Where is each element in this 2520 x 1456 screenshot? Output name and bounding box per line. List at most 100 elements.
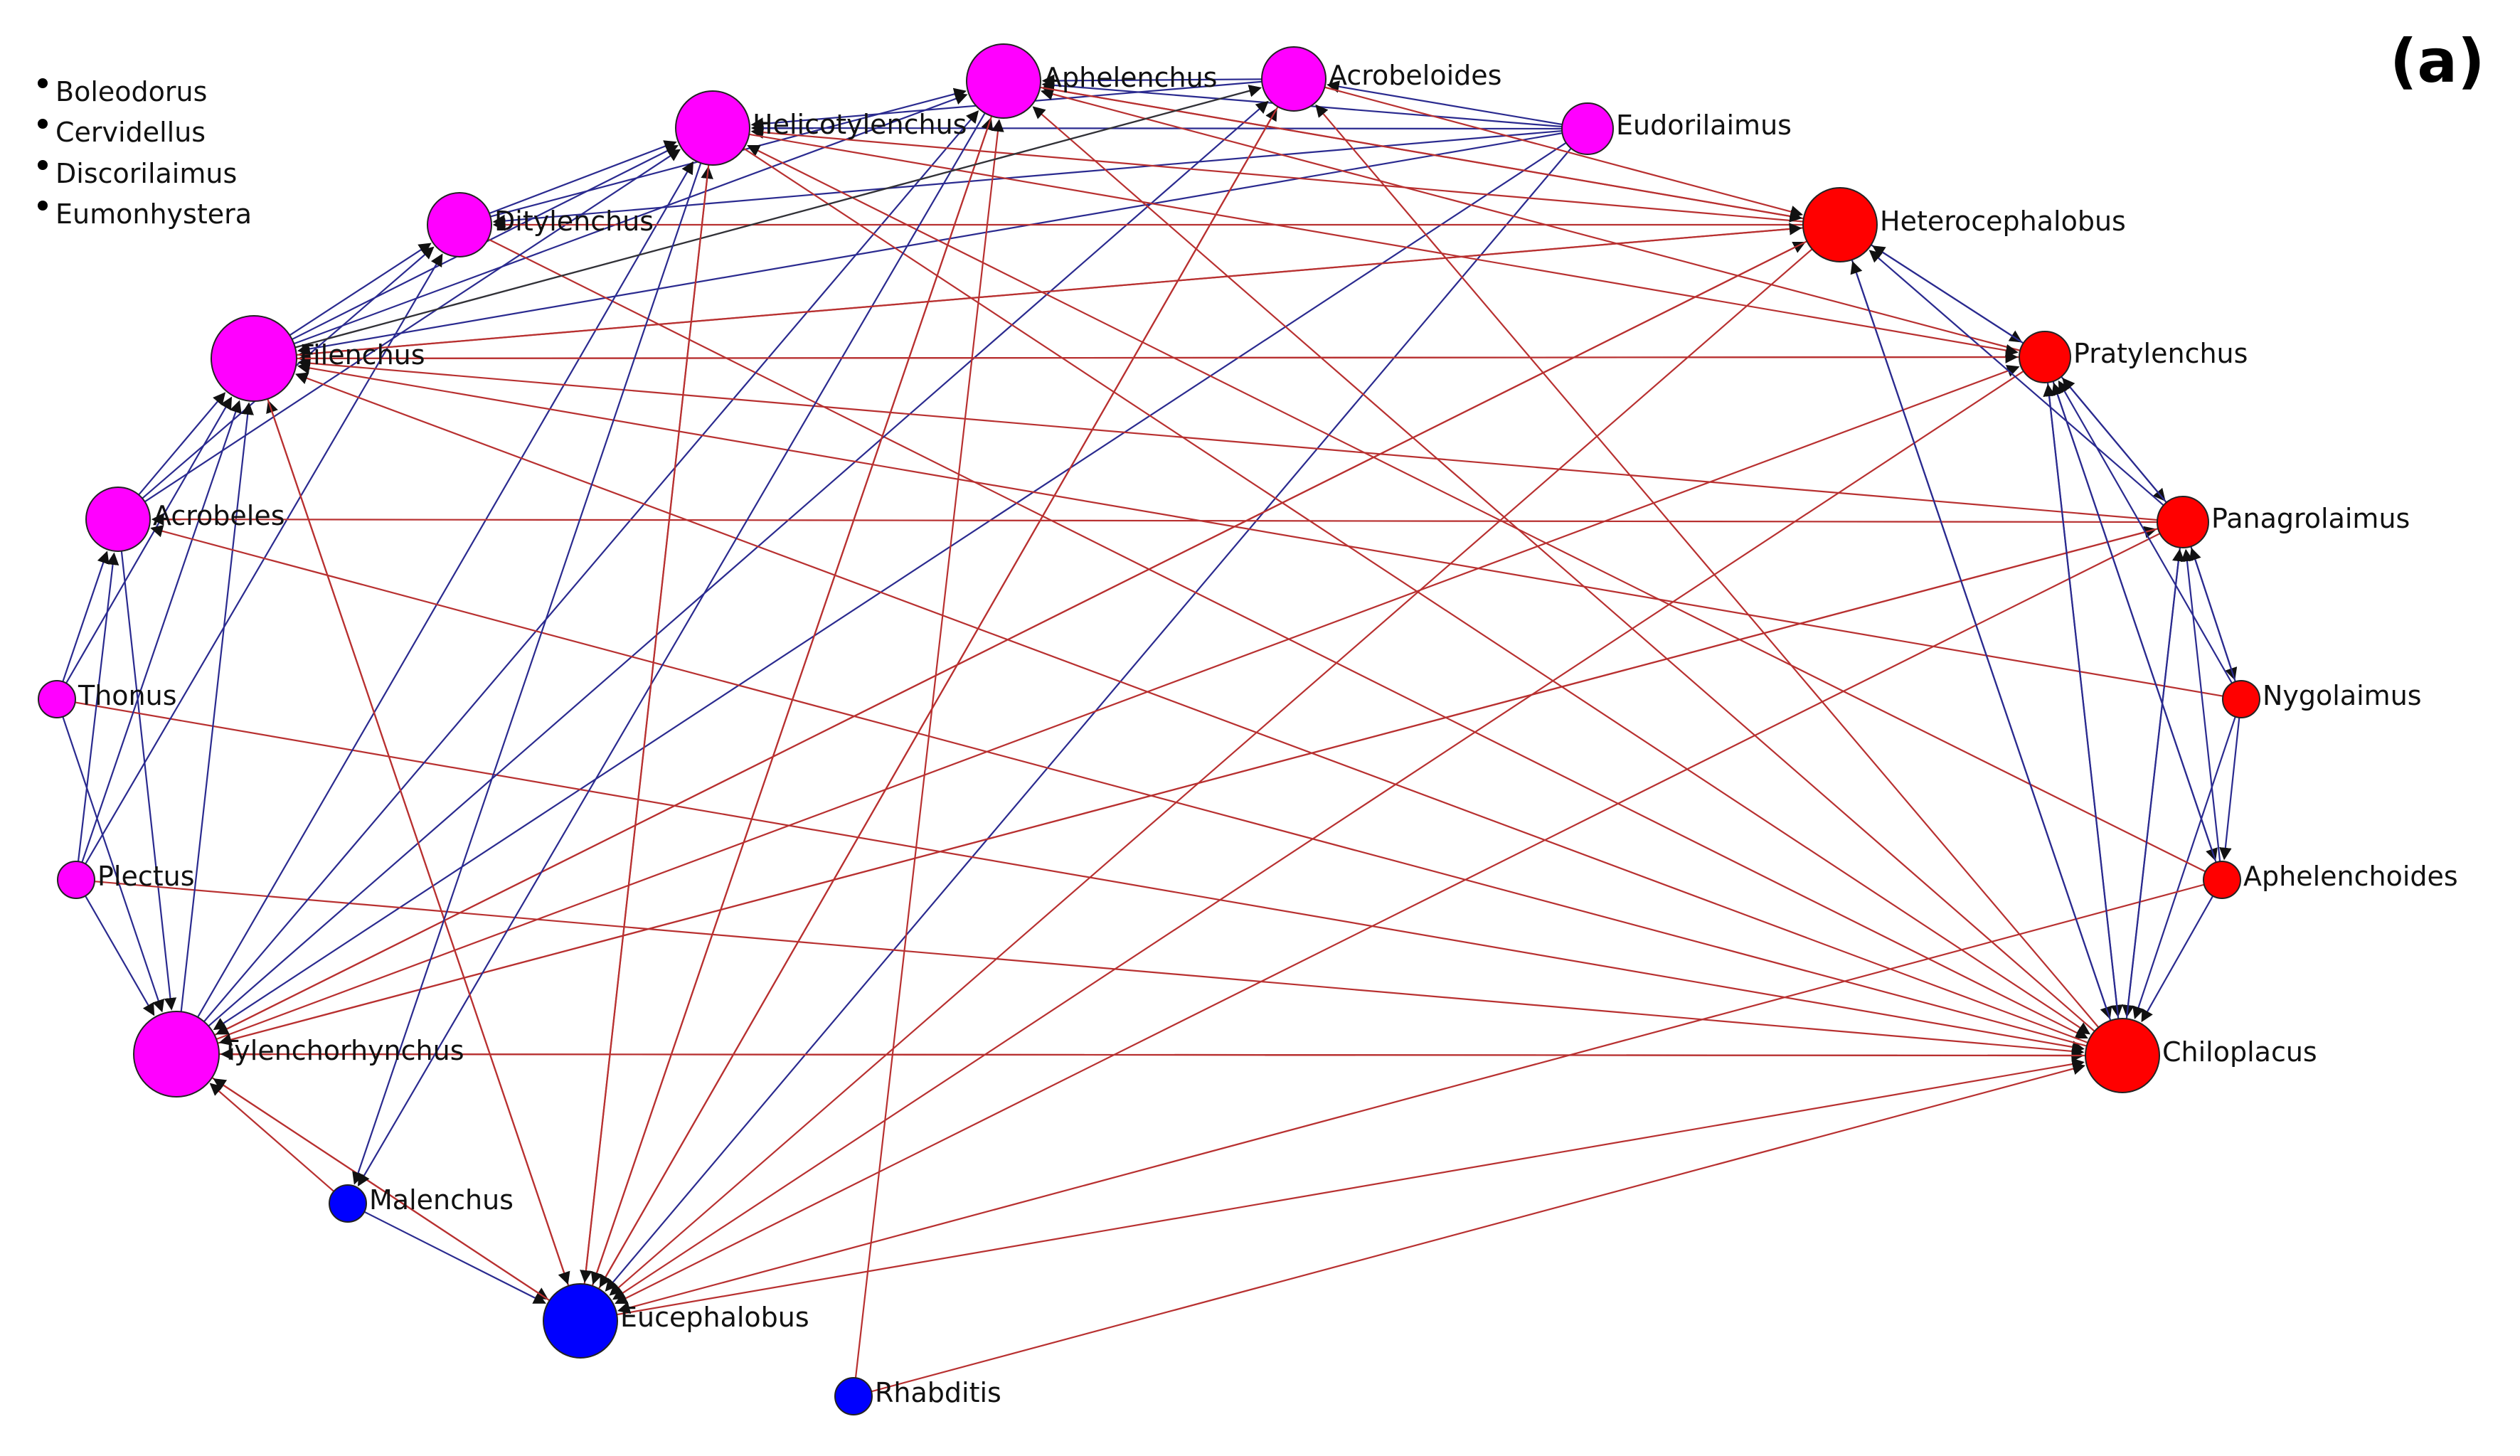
edge-ditylenchus-to-helicotylenchus bbox=[477, 140, 677, 219]
edge-acrobeloides-to-aphelenchus bbox=[1041, 74, 1275, 87]
edge-aphelenchoides-to-eucephalobus bbox=[617, 881, 2212, 1314]
node-heterocephalobus[interactable]: Heterocephalobus bbox=[1802, 187, 2126, 262]
edge-acrobeloides-to-heterocephalobus bbox=[1312, 83, 1804, 218]
node-label: Acrobeloides bbox=[1329, 60, 1501, 91]
isolated-node-discorilaimus[interactable]: Discorilaimus bbox=[38, 158, 237, 189]
node-panagrolaimus[interactable]: Panagrolaimus bbox=[2157, 496, 2410, 548]
node-aphelenchoides[interactable]: Aphelenchoides bbox=[2203, 861, 2458, 899]
isolated-node-dot bbox=[38, 201, 48, 211]
node-label: Ditylenchus bbox=[494, 206, 654, 237]
node-circle bbox=[2222, 680, 2260, 718]
isolated-nodes-legend: Boleodorus Cervidellus Discorilaimus Eum… bbox=[38, 76, 252, 230]
edge-thonus-to-chiloplacus bbox=[68, 700, 2085, 1053]
edge-filenchus-to-pratylenchus bbox=[279, 351, 2019, 363]
isolated-node-boleodorus[interactable]: Boleodorus bbox=[38, 76, 207, 107]
edge-chiloplacus-to-filenchus bbox=[294, 372, 2102, 1049]
edge-plectus-to-chiloplacus bbox=[87, 880, 2085, 1058]
edge-helicotylenchus-to-malenchus bbox=[352, 149, 707, 1185]
edge-tylenchorhynchus-to-helicotylenchus bbox=[188, 161, 694, 1033]
node-circle bbox=[2019, 331, 2071, 383]
edge-rhabditis-to-chiloplacus bbox=[863, 1062, 2086, 1395]
edge-aphelenchoides-to-panagrolaimus bbox=[2181, 548, 2222, 869]
node-eucephalobus[interactable]: Eucephalobus bbox=[543, 1283, 809, 1359]
edge-plectus-to-tylenchorhynchus bbox=[80, 888, 155, 1016]
edge-chiloplacus-to-acrobeles bbox=[150, 525, 2102, 1051]
node-label: Thonus bbox=[78, 680, 177, 711]
node-label: Plectus bbox=[97, 861, 195, 892]
edge-eudorilaimus-to-eucephalobus bbox=[605, 139, 1578, 1292]
edge-chiloplacus-to-heterocephalobus bbox=[1850, 260, 2117, 1035]
node-tylenchorhynchus[interactable]: Tylenchorhynchus bbox=[133, 1011, 464, 1098]
node-circle bbox=[38, 680, 76, 718]
edge-thonus-to-acrobeles bbox=[59, 551, 110, 689]
node-circle bbox=[675, 90, 750, 166]
node-circle bbox=[211, 315, 297, 402]
node-nygolaimus[interactable]: Nygolaimus bbox=[2222, 680, 2422, 718]
node-circle bbox=[834, 1377, 873, 1415]
edge-tylenchorhynchus-to-filenchus bbox=[178, 402, 254, 1029]
node-thonus[interactable]: Thonus bbox=[38, 680, 177, 718]
edge-panagrolaimus-to-pratylenchus bbox=[2062, 378, 2174, 511]
edge-chiloplacus-to-aphelenchus bbox=[1032, 106, 2107, 1042]
edge-ditylenchus-to-chiloplacus bbox=[476, 233, 2088, 1038]
edge-panagrolaimus-to-tylenchorhynchus bbox=[218, 525, 2169, 1046]
isolated-node-dot bbox=[38, 160, 48, 170]
node-acrobeloides[interactable]: Acrobeloides bbox=[1261, 46, 1501, 112]
panel-label: (a) bbox=[2390, 26, 2484, 96]
node-label: Panagrolaimus bbox=[2211, 503, 2410, 534]
edge-acrobeles-to-helicotylenchus bbox=[133, 149, 681, 510]
edge-malenchus-to-eucephalobus bbox=[357, 1208, 546, 1304]
edge-thonus-to-filenchus bbox=[61, 396, 233, 691]
node-label: Eudorilaimus bbox=[1616, 110, 1792, 141]
edge-nygolaimus-to-panagrolaimus bbox=[2189, 547, 2239, 689]
node-filenchus[interactable]: Filenchus bbox=[211, 315, 425, 402]
edge-eudorilaimus-to-ditylenchus bbox=[492, 129, 1573, 228]
node-label: Helicotylenchus bbox=[753, 109, 967, 140]
node-label: Nygolaimus bbox=[2263, 680, 2422, 711]
node-label: Chiloplacus bbox=[2162, 1036, 2317, 1068]
edge-panagrolaimus-to-eucephalobus bbox=[615, 528, 2170, 1304]
node-circle bbox=[1802, 187, 1878, 262]
node-malenchus[interactable]: Malenchus bbox=[329, 1184, 514, 1223]
isolated-node-eumonhystera[interactable]: Eumonhystera bbox=[38, 198, 252, 230]
node-eudorilaimus[interactable]: Eudorilaimus bbox=[1561, 102, 1792, 155]
node-chiloplacus[interactable]: Chiloplacus bbox=[2085, 1018, 2317, 1093]
edge-panagrolaimus-to-filenchus bbox=[297, 356, 2168, 522]
node-acrobeles[interactable]: Acrobeles bbox=[85, 487, 285, 552]
edge-chiloplacus-to-acrobeloides bbox=[1315, 104, 2109, 1039]
edge-heterocephalobus-to-tylenchorhynchus bbox=[216, 233, 1821, 1035]
edges-layer bbox=[59, 74, 2241, 1395]
edge-filenchus-to-heterocephalobus bbox=[279, 223, 1802, 358]
edge-aphelenchus-to-heterocephalobus bbox=[1025, 84, 1802, 223]
node-label: Acrobeles bbox=[153, 500, 285, 531]
edge-filenchus-to-aphelenchus bbox=[277, 92, 968, 351]
isolated-node-label: Boleodorus bbox=[55, 76, 207, 107]
node-circle bbox=[1261, 46, 1327, 112]
node-ditylenchus[interactable]: Ditylenchus bbox=[427, 192, 654, 257]
node-label: Heterocephalobus bbox=[1880, 206, 2126, 237]
edge-aphelenchoides-to-pratylenchus bbox=[2051, 382, 2220, 870]
node-circle bbox=[133, 1011, 220, 1098]
edge-helicotylenchus-to-pratylenchus bbox=[734, 131, 2019, 357]
node-label: Malenchus bbox=[369, 1184, 514, 1216]
node-rhabditis[interactable]: Rhabditis bbox=[834, 1377, 1001, 1415]
edge-panagrolaimus-to-heterocephalobus bbox=[1868, 250, 2172, 513]
node-circle bbox=[57, 861, 95, 899]
edge-filenchus-to-eucephalobus bbox=[261, 382, 570, 1285]
node-circle bbox=[2203, 861, 2241, 899]
node-pratylenchus[interactable]: Pratylenchus bbox=[2019, 331, 2248, 383]
edge-eudorilaimus-to-filenchus bbox=[297, 130, 1573, 356]
edge-helicotylenchus-to-eucephalobus bbox=[580, 149, 711, 1283]
node-helicotylenchus[interactable]: Helicotylenchus bbox=[675, 90, 967, 166]
node-aphelenchus[interactable]: Aphelenchus bbox=[966, 43, 1217, 119]
edge-nygolaimus-to-chiloplacus bbox=[2132, 709, 2239, 1019]
edge-tylenchorhynchus-to-aphelenchus bbox=[192, 110, 979, 1036]
node-circle bbox=[2157, 496, 2209, 548]
edge-eudorilaimus-to-tylenchorhynchus bbox=[213, 136, 1575, 1031]
edge-chiloplacus-to-pratylenchus bbox=[2043, 383, 2121, 1034]
edge-filenchus-to-acrobeloides bbox=[278, 85, 1262, 353]
isolated-node-cervidellus[interactable]: Cervidellus bbox=[38, 117, 206, 148]
edge-plectus-to-filenchus bbox=[78, 400, 242, 870]
node-plectus[interactable]: Plectus bbox=[57, 861, 195, 899]
